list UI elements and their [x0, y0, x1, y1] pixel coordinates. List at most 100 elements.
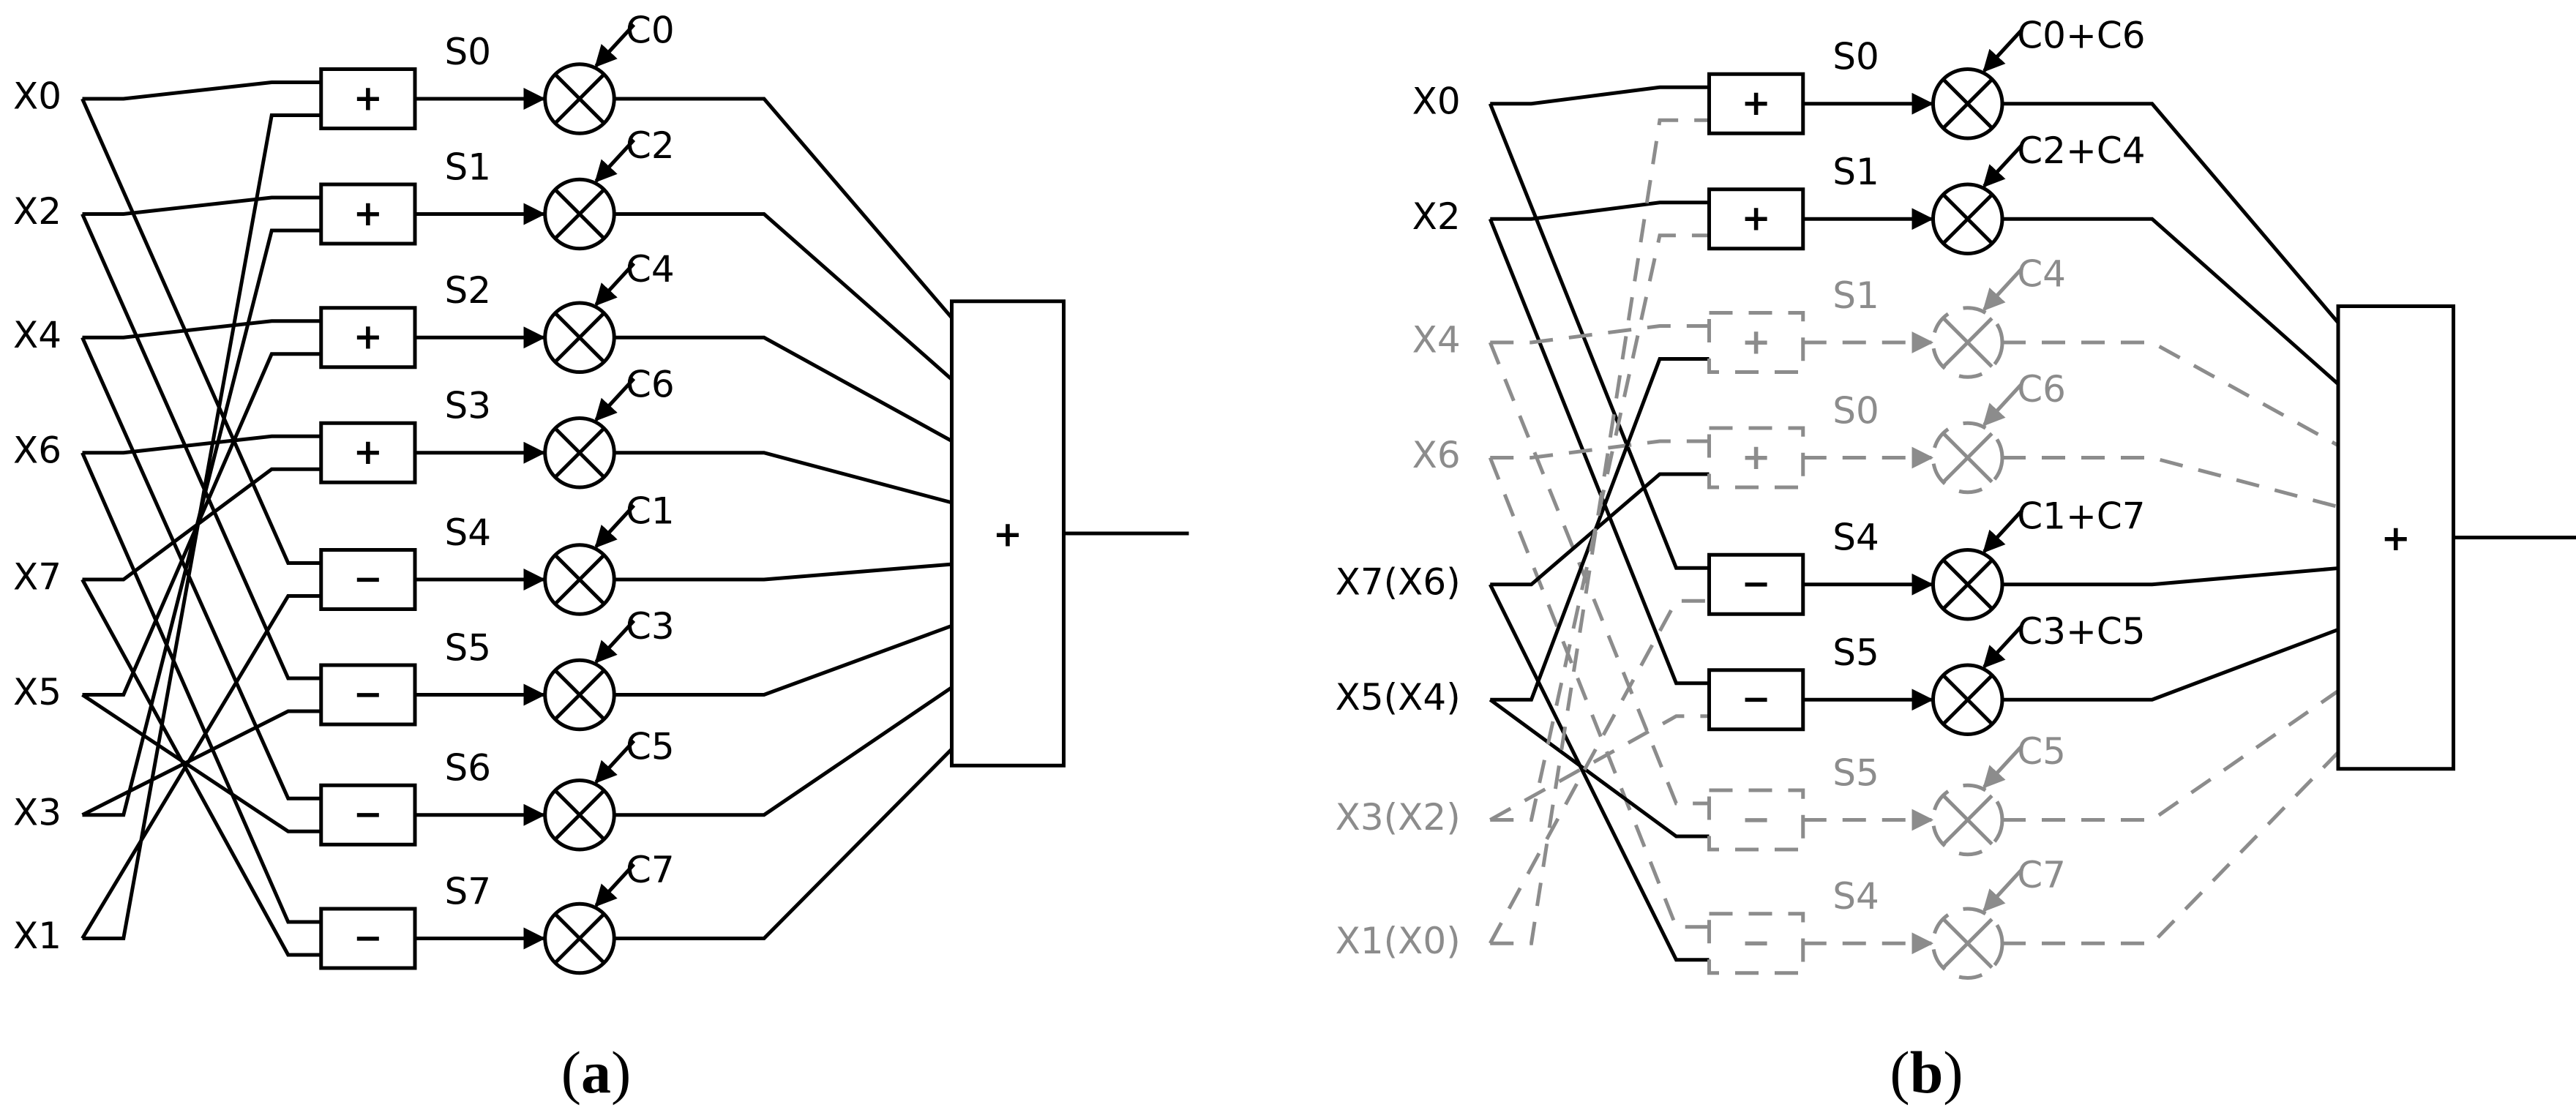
input-label: X1: [13, 915, 61, 957]
sum-label: S1: [445, 146, 492, 188]
wire-to-adder: [2002, 340, 2340, 447]
final-adder-symbol: +: [2381, 518, 2411, 559]
wire-to-sub: [81, 693, 321, 833]
wire-to-adder: [2002, 102, 2340, 324]
wire-to-add: [82, 195, 321, 216]
coeff-label: C7: [626, 849, 675, 891]
caption-letter: b: [1910, 1039, 1944, 1106]
caption-open: (: [1890, 1039, 1909, 1106]
coeff-label: C6: [626, 363, 675, 405]
input-label: X3: [13, 791, 61, 833]
wire-to-adder: [2002, 566, 2339, 587]
wire-to-adder: [614, 686, 953, 817]
sum-label: S5: [1832, 751, 1879, 794]
wire-to-sub: [80, 451, 321, 924]
input-label: X0: [13, 75, 61, 118]
sum-label: S1: [1832, 151, 1879, 193]
coeff-label: C1+C7: [2017, 495, 2145, 537]
coeff-arrow: [594, 23, 636, 68]
operator-symbol: −: [353, 794, 383, 835]
multiplier-cross: [1942, 193, 1993, 245]
coeff-arrow: [1982, 267, 2023, 312]
wire-to-sub: [1489, 714, 1710, 822]
multiplier-cross: [554, 669, 605, 721]
sum-label: S0: [445, 31, 492, 73]
sum-label: S0: [1832, 36, 1879, 78]
multiplier-cross: [554, 73, 605, 124]
operator-box: [319, 907, 417, 970]
operator-box: [1707, 912, 1805, 975]
wire-to-adder: [614, 212, 954, 381]
sum-label: S5: [445, 626, 492, 669]
operator-symbol: +: [1742, 198, 1771, 239]
operator-box: [319, 306, 417, 370]
coeff-arrow: [594, 739, 636, 784]
coeff-label: C0: [626, 10, 675, 52]
caption-open: (: [561, 1039, 581, 1106]
operator-symbol: −: [353, 558, 383, 599]
input-label: X1(X0): [1336, 920, 1461, 962]
multiplier-cross: [1942, 918, 1993, 970]
wire-to-adder: [614, 623, 953, 697]
sum-label: S5: [1832, 631, 1879, 674]
operator-symbol: −: [1742, 799, 1771, 840]
coeff-arrow: [1982, 509, 2023, 553]
multiplier-cross: [1942, 317, 1993, 368]
wire-to-adder: [614, 335, 953, 443]
operator-symbol: −: [1742, 923, 1771, 964]
sum-label: S0: [1832, 389, 1879, 432]
coeff-arrow: [594, 138, 636, 183]
operator-box: [1707, 187, 1805, 251]
sum-label: S4: [1832, 517, 1879, 559]
operator-symbol: +: [353, 193, 383, 234]
wire-to-sub: [80, 594, 321, 940]
operator-symbol: +: [353, 432, 383, 473]
caption-letter: a: [581, 1039, 611, 1106]
operator-box: [319, 548, 417, 611]
wire-to-adder: [2002, 689, 2340, 822]
operator-symbol: +: [353, 317, 383, 358]
input-label: X7: [13, 556, 61, 599]
input-label: X4: [1412, 319, 1461, 361]
sum-label: S4: [1832, 875, 1879, 918]
sum-label: S2: [445, 269, 492, 312]
operator-symbol: −: [1742, 563, 1771, 604]
coeff-label: C3+C5: [2017, 610, 2145, 653]
sum-label: S6: [445, 747, 492, 790]
operator-symbol: +: [1742, 437, 1771, 478]
wire-to-adder: [614, 97, 954, 319]
wire-to-add: [82, 434, 321, 455]
operator-box: [1707, 668, 1805, 732]
panel-a: X0X2X4X6X7X5X3X1+S0C0+S1C2+S2C4+S3C6−S4C…: [13, 10, 1189, 1106]
input-label: X0: [1412, 80, 1461, 122]
multiplier-cross: [1942, 432, 1993, 484]
wire-to-sub: [1488, 342, 1710, 806]
coeff-label: C2+C4: [2017, 130, 2145, 172]
input-label: X7(X6): [1336, 560, 1461, 603]
coeff-arrow: [1982, 28, 2023, 72]
coeff-arrow: [594, 377, 636, 421]
multiplier-cross: [554, 554, 605, 605]
wire-to-sub: [1489, 698, 1710, 839]
coeff-label: C6: [2017, 368, 2066, 410]
wire-to-add: [1490, 85, 1710, 106]
wire-to-sub: [1489, 599, 1710, 945]
input-label: X5(X4): [1336, 676, 1461, 719]
wire-to-sub: [1488, 218, 1710, 686]
wire-to-add: [1490, 118, 1710, 945]
caption-close: ): [611, 1039, 631, 1106]
multiplier-cross: [554, 188, 605, 240]
wire-to-sub: [80, 97, 321, 565]
multiplier-cross: [1942, 794, 1993, 846]
coeff-label: C4: [626, 248, 675, 290]
coeff-label: C4: [2017, 253, 2066, 296]
operator-symbol: −: [353, 918, 383, 959]
wire-to-sub: [1488, 102, 1710, 570]
final-adder-box: [950, 299, 1066, 768]
wire-to-adder: [614, 451, 953, 505]
wire-to-add: [1490, 233, 1710, 822]
wire-to-sub: [80, 337, 321, 800]
wire-to-sub: [80, 213, 321, 680]
coeff-arrow: [1982, 868, 2023, 912]
